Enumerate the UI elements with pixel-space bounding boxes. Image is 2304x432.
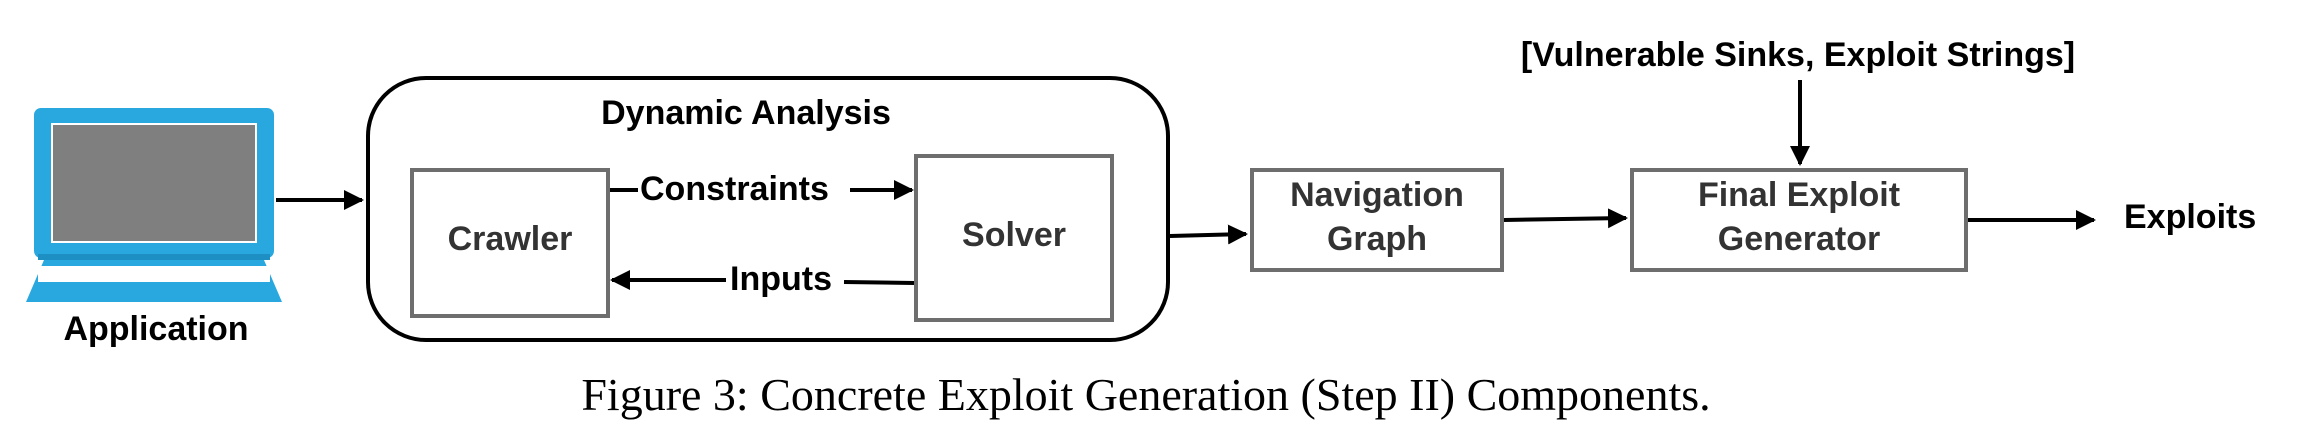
solver-box [914, 154, 1114, 322]
crawler-label: Crawler [448, 220, 573, 258]
constraints-label: Constraints [640, 170, 829, 208]
crawler-box [410, 168, 610, 318]
solver-label: Solver [962, 216, 1066, 254]
final-exploit-generator-box [1630, 168, 1968, 272]
dynamic-analysis-group [366, 76, 1170, 342]
figure-caption-label: Figure 3: [581, 369, 748, 420]
figure-caption: Figure 3: Concrete Exploit Generation (S… [581, 369, 1710, 420]
figure-caption-text: Concrete Exploit Generation (Step II) Co… [760, 369, 1710, 420]
exploits-label: Exploits [2124, 198, 2256, 236]
final-exploit-generator-line2: Generator [1718, 220, 1881, 258]
laptop-icon [26, 108, 282, 302]
navigation-graph-line1: Navigation [1290, 176, 1464, 214]
vulnerable-sinks-label: [Vulnerable Sinks, Exploit Strings] [1521, 36, 2075, 74]
inputs-label: Inputs [730, 260, 832, 298]
application-label: Application [63, 310, 248, 348]
navigation-graph-line2: Graph [1327, 220, 1427, 258]
final-exploit-generator-line1: Final Exploit [1698, 176, 1900, 214]
arrow-navigation-to-generator [1503, 208, 1628, 229]
arrow-analysis-to-navigation [1169, 224, 1248, 245]
navigation-graph-box [1250, 168, 1504, 272]
inputs-arrow-right-segment [843, 280, 915, 285]
dynamic-analysis-title: Dynamic Analysis [601, 94, 891, 132]
